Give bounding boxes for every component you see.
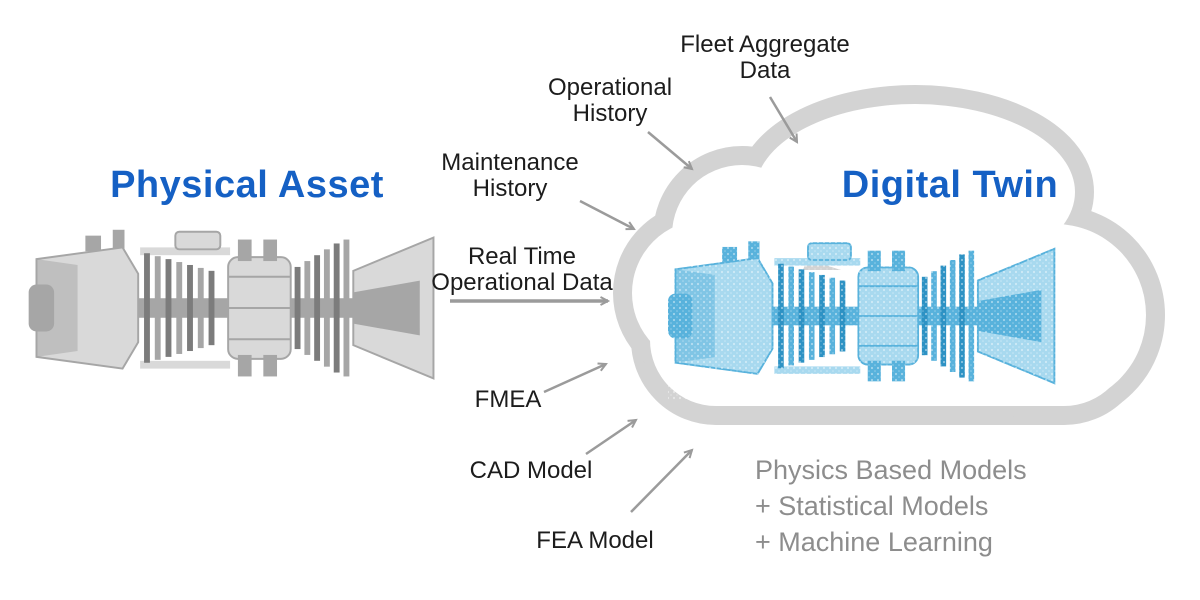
label-line: CAD Model — [469, 457, 593, 484]
arrow-fea-model — [630, 448, 694, 513]
label-line: History — [472, 175, 548, 202]
arrow-fleet-aggregate-data — [768, 96, 799, 144]
arrow-cad-model — [585, 418, 638, 456]
arrow-fmea — [543, 362, 608, 394]
label-line: Data — [739, 57, 791, 84]
arrow-operational-history — [647, 131, 694, 171]
label-line: Operational Data — [431, 269, 613, 296]
label-real-time-operational-data: Real Time Operational Data — [431, 244, 612, 296]
label-line: Operational — [547, 74, 673, 101]
label-fleet-aggregate-data: Fleet Aggregate Data — [680, 32, 849, 84]
digital-turbine-image — [668, 232, 1060, 400]
label-operational-history: Operational History — [548, 75, 672, 127]
models-line: + Machine Learning — [755, 527, 993, 557]
digital-twin-models-text: Physics Based Models + Statistical Model… — [755, 452, 1027, 560]
label-line: FMEA — [474, 386, 542, 413]
label-fea-model: FEA Model — [536, 528, 653, 554]
label-line: History — [572, 100, 648, 127]
models-line: + Statistical Models — [755, 491, 989, 521]
label-line: FEA Model — [536, 527, 654, 554]
physical-asset-title: Physical Asset — [110, 164, 384, 206]
models-line: Physics Based Models — [755, 455, 1027, 485]
label-line: Real Time — [467, 243, 577, 270]
digital-twin-title: Digital Twin — [841, 164, 1059, 206]
label-cad-model: CAD Model — [470, 458, 593, 484]
label-line: Maintenance — [441, 149, 579, 176]
label-maintenance-history: Maintenance History — [441, 150, 578, 202]
label-fmea: FMEA — [475, 387, 542, 413]
label-line: Fleet Aggregate — [680, 31, 850, 58]
arrow-maintenance-history — [579, 199, 636, 231]
